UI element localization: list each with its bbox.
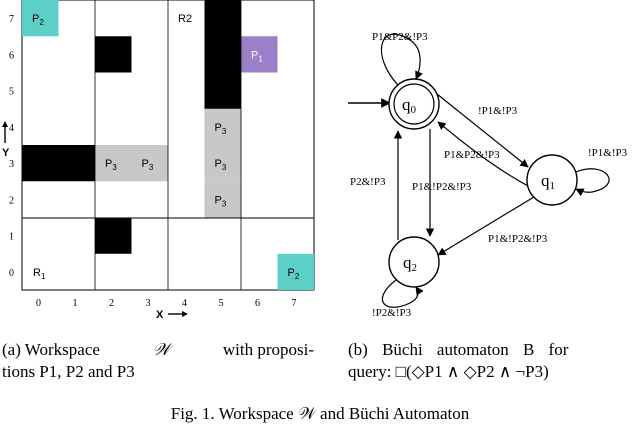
subcaption-a-line1-right: with proposi- xyxy=(222,340,314,359)
x-tick-label: 1 xyxy=(73,298,78,309)
edge-label-q0-q1: !P1&!P3 xyxy=(478,105,518,117)
svg-text:q0: q0 xyxy=(402,95,417,116)
figure-caption: Fig. 1. Workspace 𝒲 and Büchi Automaton xyxy=(170,404,470,423)
automaton-diagram: q0 q1 q2 P1&P2&!P3 !P1&!P3 P1&P2&!P3 !P1… xyxy=(348,31,628,319)
obstacle xyxy=(95,36,132,73)
region-label-r2: R2 xyxy=(178,13,192,25)
subcaption-a: (a) Workspace 𝒲 with proposi- tions P1, … xyxy=(2,339,314,383)
proposition-cell xyxy=(95,145,132,182)
workspace-symbol: 𝒲 xyxy=(152,340,171,359)
proposition-cell xyxy=(131,145,168,182)
edge-label-q0-q2: P1&!P2&!P3 xyxy=(412,181,472,193)
edge-label-q0-self: P1&P2&!P3 xyxy=(372,31,428,43)
obstacle xyxy=(95,217,132,254)
proposition-cell xyxy=(277,253,314,290)
obstacle xyxy=(204,0,241,109)
subcaption-a-line1-left: (a) Workspace xyxy=(2,340,100,359)
x-tick-label: 0 xyxy=(36,298,41,309)
y-tick-label: 7 xyxy=(9,14,14,25)
edge-label-q2-self: !P2&!P3 xyxy=(372,307,412,319)
subcaption-a-line2: tions P1, P2 and P3 xyxy=(2,362,135,381)
x-tick-label: 5 xyxy=(219,298,224,309)
edge-q1-q2 xyxy=(437,196,535,256)
proposition-label: P3 xyxy=(105,158,117,172)
y-tick-label: 2 xyxy=(9,195,14,206)
proposition-label: P3 xyxy=(215,158,227,172)
subcaption-b-line2: query: □(◇P1 ∧ ◇P2 ∧ ¬P3) xyxy=(348,362,549,381)
proposition-cell xyxy=(241,36,278,73)
edge-q1-q0 xyxy=(437,121,529,187)
edge-q1-self xyxy=(575,168,610,197)
proposition-label: P3 xyxy=(215,122,227,136)
x-tick-label: 4 xyxy=(182,298,187,309)
subcaption-b: (b) Büchi automaton B for query: □(◇P1 ∧… xyxy=(348,339,638,383)
proposition-cell xyxy=(22,0,59,37)
proposition-label: P2 xyxy=(288,267,300,281)
y-axis-arrowhead xyxy=(2,121,8,127)
edge-q0-self xyxy=(381,33,423,86)
y-tick-label: 5 xyxy=(9,87,14,98)
y-axis-label: Y xyxy=(2,147,10,159)
proposition-cell xyxy=(204,181,241,218)
proposition-label: P2 xyxy=(32,13,44,27)
y-tick-label: 6 xyxy=(9,50,14,61)
proposition-label: P3 xyxy=(142,158,154,172)
x-tick-label: 3 xyxy=(146,298,151,309)
automaton-figure: q0 q1 q2 P1&P2&!P3 !P1&!P3 P1&P2&!P3 !P1… xyxy=(330,0,640,330)
y-tick-label: 4 xyxy=(9,123,14,134)
edge-q2-self xyxy=(381,279,424,308)
edge-label-q2-q0: P2&!P3 xyxy=(350,176,386,188)
edge-label-q1-q0: P1&P2&!P3 xyxy=(444,149,500,161)
svg-text:q2: q2 xyxy=(403,253,417,274)
y-tick-label: 1 xyxy=(9,232,14,243)
subcaption-b-line1: (b) Büchi automaton B for xyxy=(348,340,569,359)
proposition-cell xyxy=(204,108,241,145)
edge-q0-q1 xyxy=(436,93,529,168)
proposition-label: P3 xyxy=(215,194,227,208)
proposition-cell xyxy=(204,145,241,182)
y-tick-label: 0 xyxy=(9,268,14,279)
state-q0: q0 xyxy=(388,78,440,130)
x-tick-label: 2 xyxy=(109,298,114,309)
state-q2: q2 xyxy=(388,236,440,288)
edge-label-q1-self: !P1&!P3 xyxy=(588,147,628,159)
state-q1: q1 xyxy=(526,154,578,206)
y-tick-label: 3 xyxy=(9,159,14,170)
proposition-label: P1 xyxy=(251,49,263,63)
svg-text:q1: q1 xyxy=(541,171,555,192)
region-label-r1: R1 xyxy=(33,267,46,281)
x-axis-label: X xyxy=(156,309,164,321)
x-tick-label: 6 xyxy=(255,298,260,309)
obstacle xyxy=(22,145,95,182)
edge-label-q1-q2: P1&!P2&!P3 xyxy=(488,233,548,245)
x-axis-arrowhead xyxy=(182,311,188,317)
x-tick-label: 7 xyxy=(292,298,297,309)
